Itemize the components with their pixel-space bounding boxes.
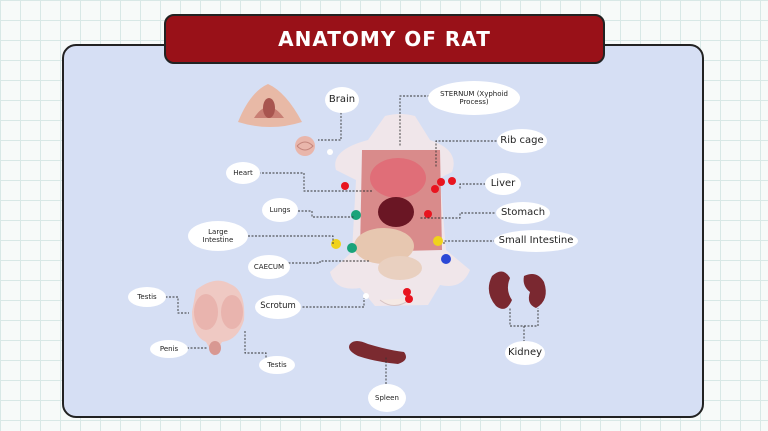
label-heart: Heart: [226, 162, 260, 184]
label-scrotum: Scrotum: [255, 295, 301, 319]
brain-small-image: [295, 136, 315, 156]
reproductive-specimen-image: [192, 280, 245, 356]
brain-specimen-image: [238, 84, 302, 127]
label-sternum: STERNUM (Xyphoid Process): [428, 81, 520, 115]
label-testis-left: Testis: [128, 287, 166, 307]
label-lungs: Lungs: [262, 198, 298, 222]
spleen-specimen-image: [349, 341, 406, 364]
label-brain: Brain: [325, 87, 359, 113]
leader-lines: [162, 95, 539, 384]
label-penis: Penis: [150, 340, 188, 358]
label-rib-cage: Rib cage: [497, 129, 547, 153]
label-stomach: Stomach: [496, 202, 550, 224]
label-small-intestine: Small Intestine: [494, 230, 578, 252]
label-liver: Liver: [485, 173, 521, 195]
label-caecum: CAECUM: [248, 255, 290, 279]
kidney-specimen-image: [488, 271, 546, 309]
label-testis-bottom: Testis: [259, 356, 295, 374]
label-kidney: Kidney: [505, 341, 545, 365]
rat-dissection-image: [327, 114, 470, 306]
page-title: ANATOMY OF RAT: [164, 14, 605, 64]
label-spleen: Spleen: [368, 384, 406, 412]
label-large-intestine: Large Intestine: [188, 221, 248, 251]
